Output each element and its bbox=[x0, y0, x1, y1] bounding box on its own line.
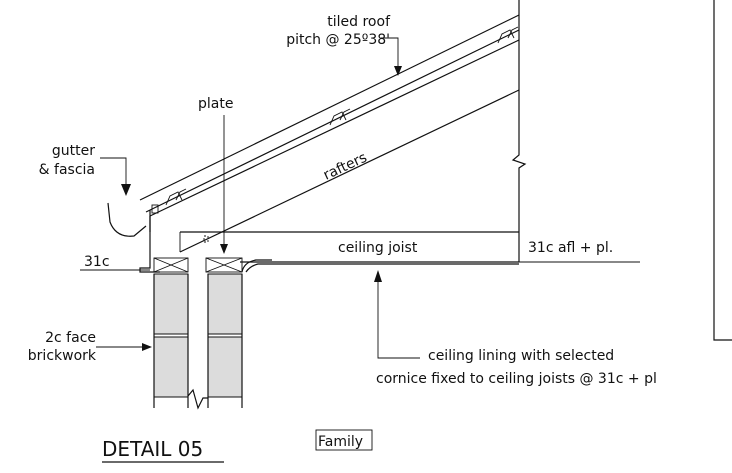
ceiling-joist-label: ceiling joist bbox=[338, 240, 418, 256]
tile-battens bbox=[165, 26, 519, 206]
detail-title: DETAIL 05 bbox=[102, 437, 203, 461]
sheet-frame bbox=[713, 0, 732, 341]
brick-label-line1: 2c face bbox=[45, 330, 96, 346]
height-left-label: 31c bbox=[84, 254, 110, 270]
wall-line bbox=[511, 0, 527, 262]
lining-label-line1: ceiling lining with selected bbox=[428, 348, 614, 364]
ceiling-joist bbox=[179, 231, 519, 263]
brickwork bbox=[153, 273, 243, 410]
lining-label-line2: cornice fixed to ceiling joists @ 31c + … bbox=[376, 371, 657, 387]
leader-lines bbox=[80, 37, 640, 359]
gutter-fascia bbox=[107, 202, 160, 273]
plate-label: plate bbox=[198, 96, 233, 112]
roof-label-line2: pitch @ 25º38' bbox=[286, 32, 390, 48]
family-tag-box bbox=[315, 429, 373, 451]
wall-plates bbox=[153, 235, 243, 273]
gutter-label-line2: & fascia bbox=[39, 162, 95, 178]
gutter-label-line1: gutter bbox=[52, 143, 95, 159]
cornice bbox=[241, 259, 519, 273]
roof-label-line1: tiled roof bbox=[327, 14, 391, 30]
height-right-label: 31c afl + pl. bbox=[528, 240, 613, 256]
family-tag: Family bbox=[318, 434, 363, 450]
roof-tiles bbox=[139, 14, 520, 213]
rafter bbox=[149, 39, 520, 253]
rafters-label: rafters bbox=[321, 150, 370, 184]
brick-label-line2: brickwork bbox=[28, 348, 97, 364]
